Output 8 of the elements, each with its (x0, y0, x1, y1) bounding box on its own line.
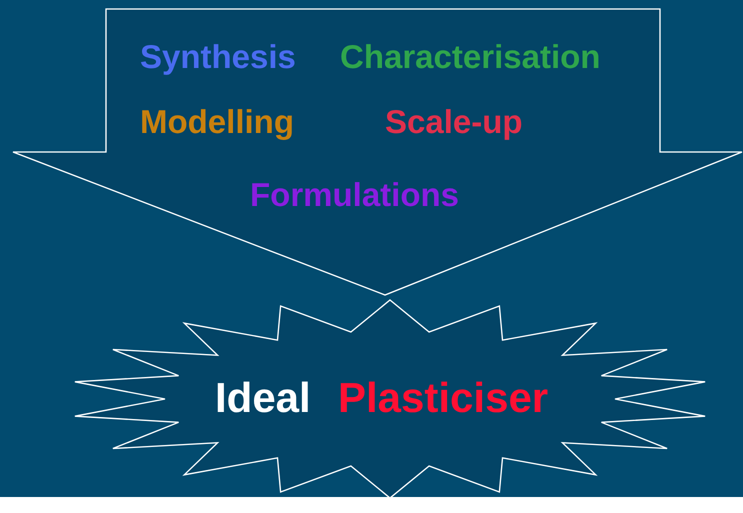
starburst-text: Ideal (215, 377, 311, 419)
arrow-callout (12, 8, 743, 298)
topic-label: Characterisation (340, 40, 600, 73)
topic-label: Scale-up (385, 105, 523, 138)
topic-label: Modelling (140, 105, 294, 138)
topic-label: Formulations (250, 178, 460, 211)
starburst-text: Plasticiser (338, 377, 548, 419)
topic-label: Synthesis (140, 40, 296, 73)
